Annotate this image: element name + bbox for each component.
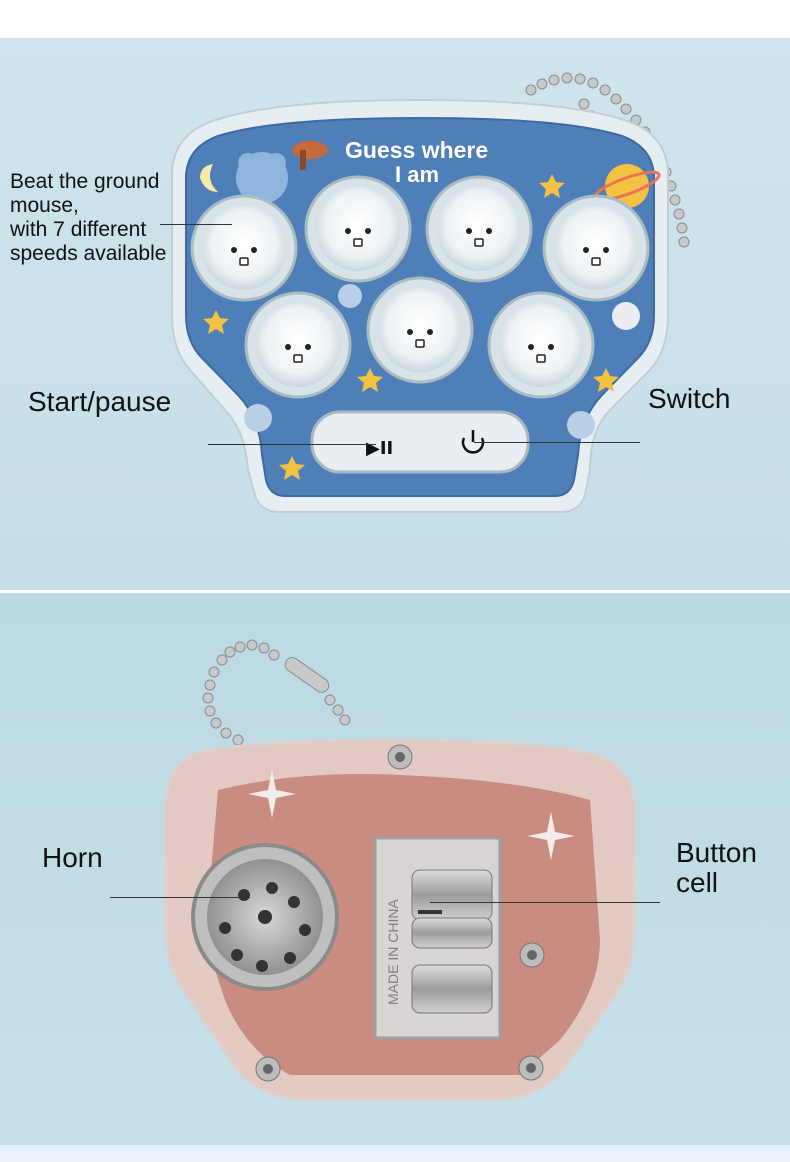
- callout-beat-line: mouse,: [10, 194, 79, 217]
- callout-button-cell: Button cell: [676, 838, 757, 898]
- speaker-horn: [191, 843, 339, 991]
- callout-button-cell-line: Button: [676, 837, 757, 868]
- leader-line-button-cell: [430, 902, 660, 903]
- callout-beat-line: with 7 different: [10, 218, 147, 241]
- mole-button[interactable]: [190, 194, 298, 302]
- mole-button[interactable]: [244, 291, 352, 399]
- cross-marks: [248, 770, 575, 860]
- leader-line-start: [208, 444, 376, 445]
- mole-button[interactable]: [542, 194, 650, 302]
- leader-line-beat: [160, 224, 232, 225]
- mole-button[interactable]: [366, 276, 474, 384]
- callout-horn: Horn: [42, 842, 103, 873]
- callout-beat: Beat the ground mouse, with 7 different …: [10, 170, 210, 266]
- leader-line-switch: [474, 442, 640, 443]
- bottom-strip: [0, 1145, 790, 1162]
- callout-beat-line: speeds available: [10, 242, 167, 265]
- leader-line-horn: [110, 897, 250, 898]
- callout-start-pause: Start/pause: [28, 386, 172, 417]
- face-decorations: [200, 141, 661, 480]
- mole-button[interactable]: [425, 175, 533, 283]
- button-cell-battery: [411, 869, 493, 1014]
- embossed-text: MADE IN CHINA: [385, 899, 401, 1005]
- screw-icon: [255, 744, 545, 1082]
- mole-button[interactable]: [304, 175, 412, 283]
- callout-button-cell-line: cell: [676, 867, 719, 898]
- callout-beat-line: Beat the ground: [10, 170, 160, 193]
- play-pause-icon[interactable]: ▶II: [366, 438, 393, 459]
- toy-title-guess: Guess where: [345, 137, 488, 163]
- toy-title-iam: I am: [395, 162, 439, 187]
- keychain-back: [202, 639, 351, 746]
- callout-switch: Switch: [648, 383, 731, 414]
- mole-button[interactable]: [487, 291, 595, 399]
